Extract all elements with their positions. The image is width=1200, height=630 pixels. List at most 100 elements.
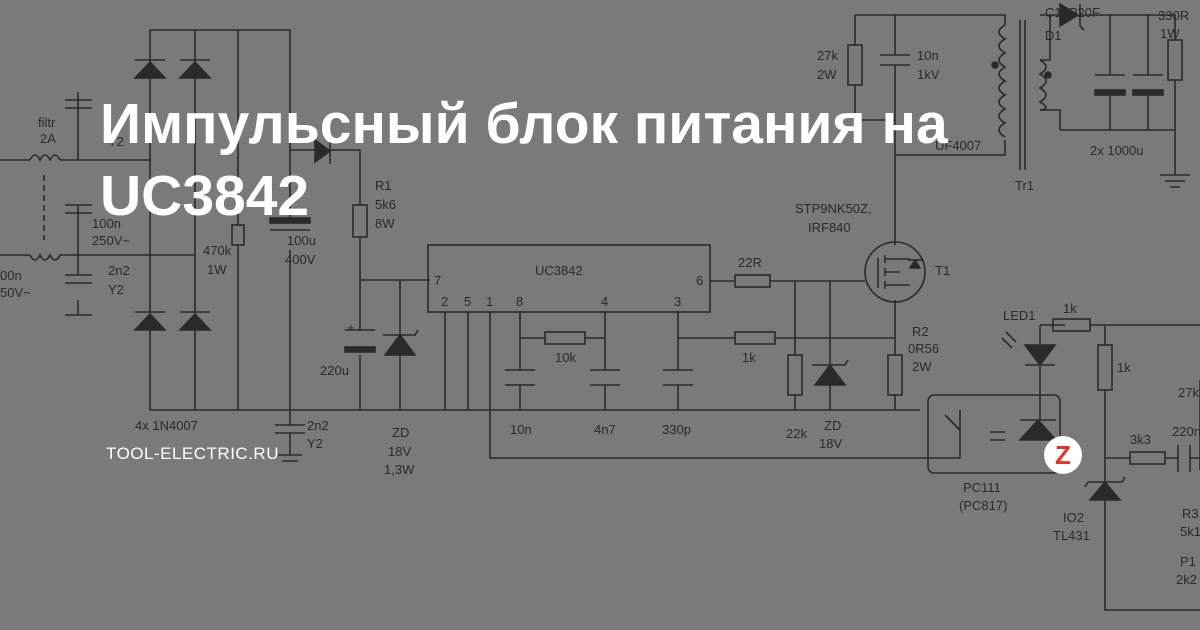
resistor-27k-right-label: 27k: [1178, 385, 1199, 400]
page-title: Импульсный блок питания на UC3842: [100, 92, 948, 228]
y-label-top: Y2: [108, 134, 124, 149]
tl431-regulator: [1088, 480, 1122, 501]
x-cap-top: [65, 92, 92, 109]
ic-pin-2: 2: [441, 294, 448, 309]
resistor-330r-value: 330R: [1158, 8, 1189, 23]
opto-alt: (PC817): [959, 498, 1007, 513]
snubber-diode-label: UF4007: [935, 138, 981, 153]
filter-current-label: 2A: [40, 131, 56, 146]
cap-4n7: [590, 369, 620, 386]
snubber-resistor: [847, 44, 863, 86]
mosfet-ref: T1: [935, 263, 950, 278]
resistor-330r: [1167, 39, 1183, 81]
resistor-1k-right-label: 1k: [1117, 360, 1131, 375]
startup-resistor: [231, 224, 245, 246]
zener-2: [813, 363, 847, 386]
logo-letter: Z: [1055, 440, 1071, 470]
r-startup-power: 1W: [207, 262, 227, 277]
filter-coil-bottom: [29, 253, 61, 261]
bulk-cap-voltage: 400V: [285, 252, 316, 267]
zd1-power: 1,3W: [384, 462, 415, 477]
snubber-c-voltage: 1kV: [917, 67, 940, 82]
c-in-value: 100n: [92, 216, 121, 231]
r2-value: 0R56: [908, 341, 939, 356]
opto-name: PC111: [963, 480, 1001, 495]
zd2-ref: ZD: [824, 418, 841, 433]
snubber-r-power: 2W: [817, 67, 837, 82]
resistor-22r-label: 22R: [738, 255, 762, 270]
components: +: [29, 2, 1191, 520]
zd1-voltage: 18V: [388, 444, 411, 459]
p1-value: 2k2: [1176, 572, 1197, 587]
led1-label: LED1: [1003, 308, 1036, 323]
c-in-left-voltage: 50V~: [0, 285, 31, 300]
x-cap-mid: [65, 204, 92, 214]
cap-220n-label: 220n: [1172, 424, 1200, 439]
cap-330p-label: 330p: [662, 422, 691, 437]
transformer-secondary: [1038, 59, 1047, 111]
ic-name: UC3842: [535, 263, 583, 278]
ic-pin-5: 5: [464, 294, 471, 309]
resistor-3k3-label: 3k3: [1130, 432, 1151, 447]
y-cap-1-value: 2n2: [108, 263, 130, 278]
resistor-1k-sense: [734, 331, 776, 345]
svg-text:+: +: [347, 320, 355, 335]
bridge-diode-3: [133, 312, 167, 331]
cap-10n: [505, 369, 535, 386]
r3-value: 5k1: [1180, 524, 1200, 539]
optocoupler: [927, 394, 1061, 474]
output-caps-label: 2x 1000u: [1090, 143, 1144, 158]
p1-ref: P1: [1180, 554, 1196, 569]
cap-220n: [1177, 445, 1191, 472]
vcc-cap-value: 220u: [320, 363, 349, 378]
tl431-ref: IO2: [1063, 510, 1084, 525]
resistor-10k: [544, 331, 586, 345]
mosfet-name-2: IRF840: [808, 220, 851, 235]
feed-diode: [314, 138, 332, 164]
r-startup-value: 470k: [203, 243, 232, 258]
filter-coil-top: [29, 154, 61, 162]
zd2-voltage: 18V: [819, 436, 842, 451]
bulk-cap-value: 100u: [287, 233, 316, 248]
snubber-c-value: 10n: [917, 48, 939, 63]
y-cap-2: [275, 410, 305, 462]
resistor-22r: [734, 274, 771, 288]
ic-pin-7: 7: [434, 273, 441, 288]
r1-resistor: [352, 204, 368, 238]
y-cap-1: [65, 274, 92, 284]
tl431-name: TL431: [1053, 528, 1090, 543]
wires: [0, 14, 1200, 611]
resistor-22k-label: 22k: [786, 426, 807, 441]
zd1-ref: ZD: [392, 425, 409, 440]
zen-logo-icon[interactable]: Z: [1044, 436, 1082, 474]
y-cap-2-value: 2n2: [307, 418, 329, 433]
ic-pin-6: 6: [696, 273, 703, 288]
snubber-r-value: 27k: [817, 48, 838, 63]
resistor-1k-right: [1097, 344, 1113, 391]
mosfet-t1: [864, 241, 926, 303]
cap-330p: [663, 369, 693, 386]
mosfet-name-1: STP9NK50Z,: [795, 201, 872, 216]
resistor-1k-led: [1052, 318, 1091, 332]
bridge-diode-4: [178, 312, 212, 331]
led1: [1023, 344, 1057, 367]
d1-ref: D1: [1045, 28, 1062, 43]
site-name: TOOL-ELECTRIC.RU: [106, 444, 279, 463]
r1-ref: R1: [375, 178, 392, 193]
filter-name-label: filtr: [38, 115, 56, 130]
c-in-voltage: 250V~: [92, 233, 130, 248]
bridge-diode-1: [133, 60, 167, 79]
cap-4n7-label: 4n7: [594, 422, 616, 437]
component-labels: filtr 2A Y2 100n 250V~ 00n 50V~ 2n2 Y2 4…: [0, 5, 1200, 587]
r2-power: 2W: [912, 359, 932, 374]
r1-value: 5k6: [375, 197, 396, 212]
d1-name: C10P20F: [1045, 5, 1100, 20]
resistor-22k: [787, 354, 803, 396]
resistor-10k-label: 10k: [555, 350, 576, 365]
uc3842-ic: [427, 244, 711, 313]
r2-resistor: [887, 354, 903, 396]
ic-pin-8: 8: [516, 294, 523, 309]
resistor-3k3: [1129, 451, 1166, 465]
transformer-label: Tr1: [1015, 178, 1034, 193]
